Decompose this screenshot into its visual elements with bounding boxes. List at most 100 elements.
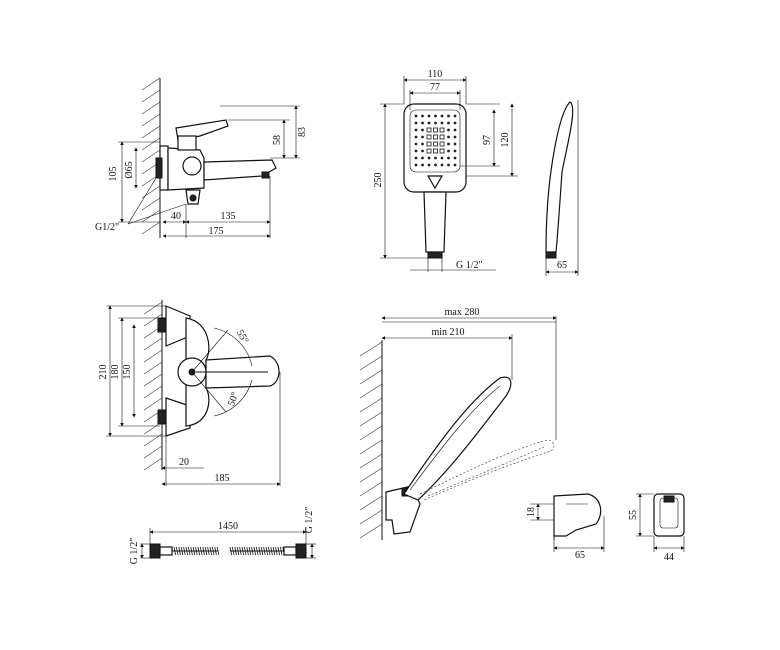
top-angle-50: 50° <box>226 391 241 408</box>
head-dim-110: 110 <box>428 69 443 80</box>
hose-coil <box>183 546 186 556</box>
nozzle <box>414 135 418 139</box>
hose-coil <box>214 546 217 556</box>
nozzle <box>421 163 424 167</box>
nozzle <box>421 128 424 132</box>
holder-min-label: min 210 <box>431 327 464 338</box>
hose-coil <box>195 546 198 556</box>
nozzle <box>453 163 457 167</box>
nozzle <box>453 135 457 139</box>
hose-view <box>140 528 316 559</box>
nozzle <box>426 148 432 154</box>
nozzle <box>439 127 445 133</box>
hose-coil <box>209 546 212 556</box>
mixer-top-view <box>106 300 281 486</box>
nozzle <box>439 148 445 154</box>
nozzle <box>439 134 445 140</box>
head-thread-label: G 1/2" <box>456 260 483 271</box>
nozzle <box>440 163 444 167</box>
nozzle <box>453 121 457 125</box>
hand-shower-front-view <box>380 76 518 272</box>
nozzle <box>433 141 438 147</box>
nozzle <box>439 141 445 147</box>
nozzle <box>434 156 437 160</box>
bracket-dim-65: 65 <box>575 550 585 561</box>
nozzle <box>434 163 437 167</box>
nozzle <box>433 148 438 154</box>
side-dim-175: 175 <box>209 226 224 237</box>
holder-max-label: max 280 <box>445 307 480 318</box>
bracket-dim-18: 18 <box>526 507 537 517</box>
nozzle <box>453 114 457 118</box>
side-dim-40: 40 <box>171 211 181 222</box>
side-thread-label: G1/2" <box>95 222 119 233</box>
nozzle <box>440 156 444 160</box>
hose-coil <box>178 546 181 556</box>
nozzle <box>421 121 424 125</box>
nozzle <box>421 142 424 146</box>
nozzle <box>421 149 424 153</box>
mixer-side-view <box>118 77 300 238</box>
head-dim-250: 250 <box>373 173 384 188</box>
nozzle <box>421 114 424 118</box>
nozzle <box>447 163 450 167</box>
top-dim-185: 185 <box>215 473 230 484</box>
side-dim-58: 58 <box>272 135 283 145</box>
nozzle <box>426 141 432 147</box>
nozzle <box>440 121 444 125</box>
nozzle <box>447 128 450 132</box>
nozzle <box>414 114 418 118</box>
top-dim-20: 20 <box>179 457 189 468</box>
head-dim-97: 97 <box>482 135 493 145</box>
side-dim-135: 135 <box>221 211 236 222</box>
head-side-dim-65: 65 <box>557 260 567 271</box>
hose-coil <box>173 546 176 556</box>
hose-coil <box>216 546 220 556</box>
side-dim-83: 83 <box>297 127 308 137</box>
nozzle <box>426 127 432 133</box>
nozzle <box>414 163 418 167</box>
head-dim-77: 77 <box>430 82 440 93</box>
nozzle <box>427 163 431 167</box>
nozzle <box>427 156 431 160</box>
hose-coil <box>197 546 200 556</box>
hose-thread-left: G 1/2" <box>129 538 140 565</box>
bracket-front-dim-44: 44 <box>664 552 674 563</box>
hose-coil <box>202 546 205 556</box>
bracket-front-dim-55: 55 <box>628 510 639 520</box>
nozzle <box>453 142 457 146</box>
hose-coil <box>204 546 208 556</box>
nozzle <box>447 135 450 139</box>
nozzle <box>447 114 450 118</box>
nozzle <box>453 156 457 160</box>
nozzle <box>414 156 418 160</box>
nozzle <box>427 114 431 118</box>
hose-coil <box>207 546 210 556</box>
nozzle <box>426 134 432 140</box>
hose-coil <box>192 546 196 556</box>
hose-coil <box>176 546 179 556</box>
nozzle <box>433 127 438 133</box>
top-dim-150: 150 <box>122 365 133 380</box>
hose-coils-left <box>173 546 220 556</box>
nozzle-grid <box>414 114 457 167</box>
bracket-side-view <box>530 493 605 552</box>
nozzle <box>414 128 418 132</box>
nozzle <box>447 121 450 125</box>
hose-coil <box>212 546 215 556</box>
hose-coil <box>185 546 188 556</box>
side-dim-105: 105 <box>108 167 119 182</box>
top-angle-55: 55° <box>234 328 251 346</box>
nozzle <box>414 142 418 146</box>
hand-shower-side-view <box>545 100 579 276</box>
nozzle <box>447 149 450 153</box>
hose-coil <box>188 546 191 556</box>
hose-thread-right: G 1/2" <box>304 507 315 534</box>
nozzle <box>440 114 444 118</box>
nozzle <box>421 135 424 139</box>
nozzle <box>414 149 418 153</box>
nozzle <box>433 134 438 140</box>
nozzle <box>453 149 457 153</box>
hose-coil <box>180 546 184 556</box>
